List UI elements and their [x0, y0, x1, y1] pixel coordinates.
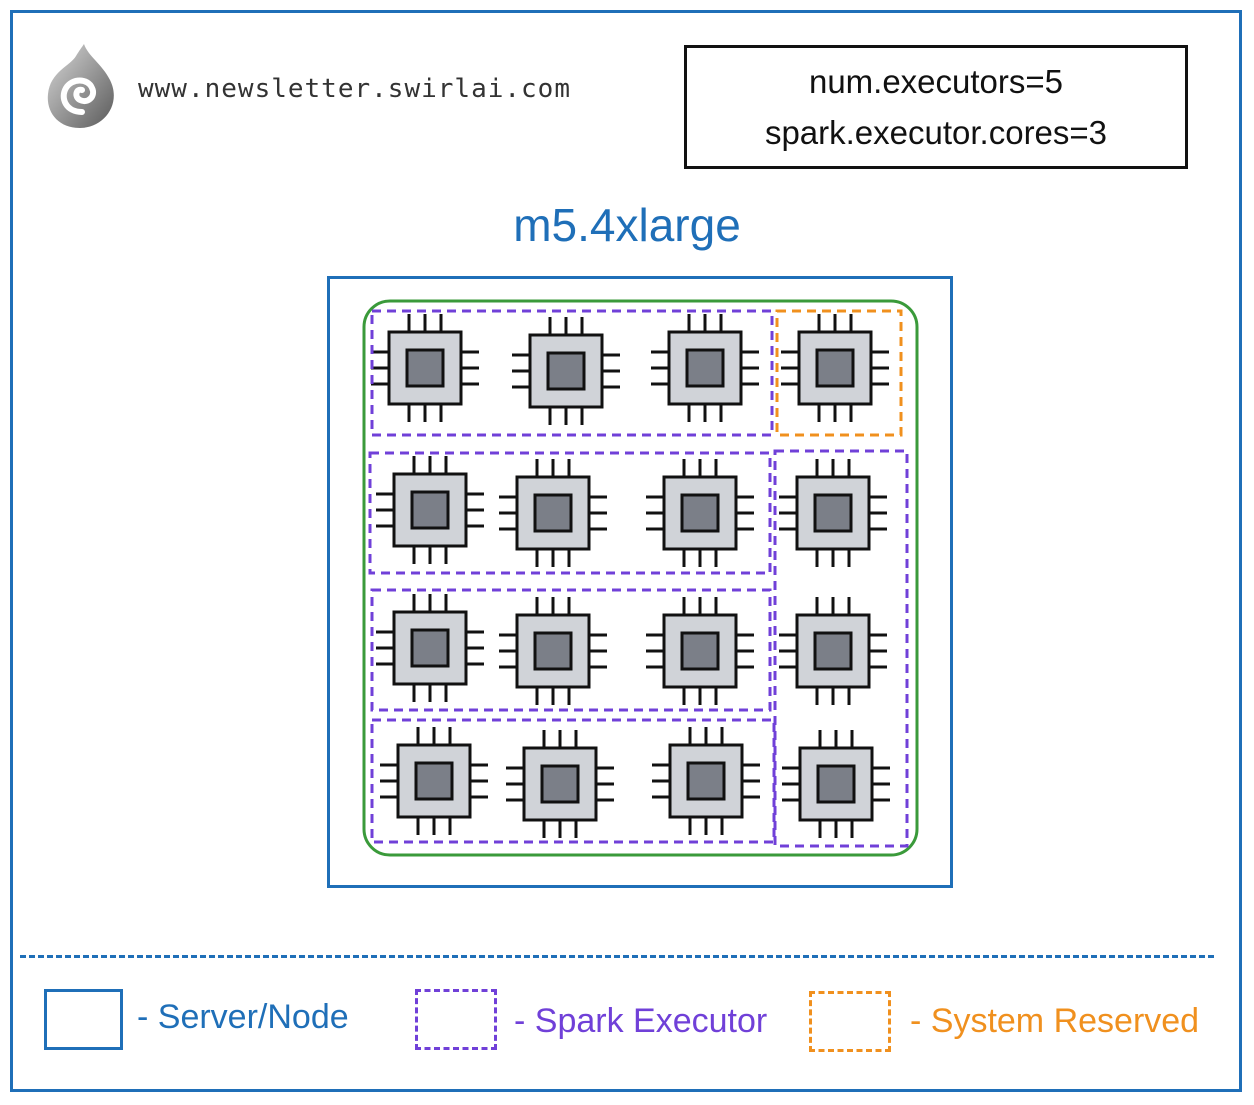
cpu-chip-icon	[782, 730, 890, 838]
config-num-executors: num.executors=5	[808, 63, 1064, 100]
server-node-box	[327, 276, 953, 888]
legend-divider	[20, 955, 1214, 958]
legend-spark-executor-label: - Spark Executor	[514, 1002, 768, 1040]
cpu-chip-icon	[651, 314, 759, 422]
cpu-chip-icon	[646, 597, 754, 705]
spark-executor-3	[370, 588, 772, 712]
cpu-chip-icon	[646, 459, 754, 567]
outer-frame	[10, 10, 1242, 1092]
instance-type-title: m5.4xlarge	[513, 199, 741, 251]
cpu-chip-icon	[512, 317, 620, 425]
cpu-chip-icon	[376, 594, 484, 702]
cpu-chip-icon	[371, 314, 479, 422]
spark-executor-2	[368, 451, 772, 575]
cpu-chip-icon	[380, 727, 488, 835]
legend-spark-executor-swatch	[415, 989, 497, 1050]
legend-system-reserved-swatch	[809, 991, 891, 1052]
core-group-boundary	[362, 299, 919, 857]
config-box: num.executors=5 spark.executor.cores=3	[684, 45, 1188, 169]
spark-executor-4	[370, 718, 776, 844]
cpu-chip-icon	[652, 727, 760, 835]
newsletter-url[interactable]: www.newsletter.swirlai.com	[138, 74, 571, 104]
cpu-chip-icon	[779, 459, 887, 567]
system-reserved-core	[775, 309, 903, 437]
legend-server-node-swatch	[44, 989, 123, 1050]
cpu-chip-icon	[499, 597, 607, 705]
legend-server-node-label: - Server/Node	[137, 998, 349, 1036]
cpu-chip-icon	[506, 730, 614, 838]
spark-executor-1	[370, 309, 774, 437]
cpu-chip-icon	[376, 456, 484, 564]
cpu-chip-icon	[499, 459, 607, 567]
config-executor-cores: spark.executor.cores=3	[764, 114, 1108, 151]
swirl-logo-icon	[47, 44, 114, 128]
spark-executor-5	[773, 449, 909, 848]
cpu-chip-icon	[781, 314, 889, 422]
cpu-chip-icon	[779, 597, 887, 705]
legend-system-reserved-label: - System Reserved	[910, 1002, 1200, 1040]
